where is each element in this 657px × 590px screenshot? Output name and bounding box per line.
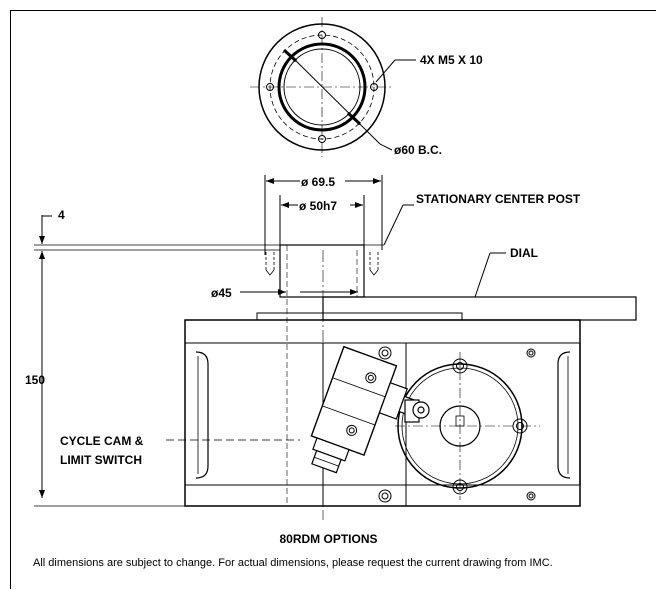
hex-bolt-icon (378, 346, 536, 503)
diameter-dimensions (264, 175, 383, 255)
cam-label-line1: CYCLE CAM & (60, 434, 144, 448)
dia-45-label: ø45 (211, 286, 232, 300)
hex-bolt-icon (452, 358, 528, 495)
screw-icon (265, 252, 379, 276)
drawing-title: 80RDM OPTIONS (279, 532, 378, 546)
height-dimensions (34, 215, 185, 507)
disclaimer-note: All dimensions are subject to change. Fo… (33, 557, 553, 569)
dim-150-label: 150 (25, 373, 45, 387)
cam-wheel (395, 352, 540, 500)
bolt-spec-label: 4X M5 X 10 (420, 53, 483, 67)
post-label: STATIONARY CENTER POST (416, 192, 581, 206)
dial-label: DIAL (510, 246, 538, 260)
dim-4-label: 4 (58, 208, 65, 222)
center-post (34, 204, 414, 520)
flange-top-view (250, 17, 416, 157)
drawing-frame (10, 10, 656, 589)
bolt-circle-label: ø60 B.C. (394, 143, 442, 157)
dia-outer-label: ø 69.5 (301, 175, 335, 189)
cam-label-line2: LIMIT SWITCH (60, 453, 142, 467)
dia-inner-label: ø 50h7 (299, 199, 337, 213)
bolt-hole-icon (266, 31, 378, 143)
roller-arm (404, 399, 430, 423)
